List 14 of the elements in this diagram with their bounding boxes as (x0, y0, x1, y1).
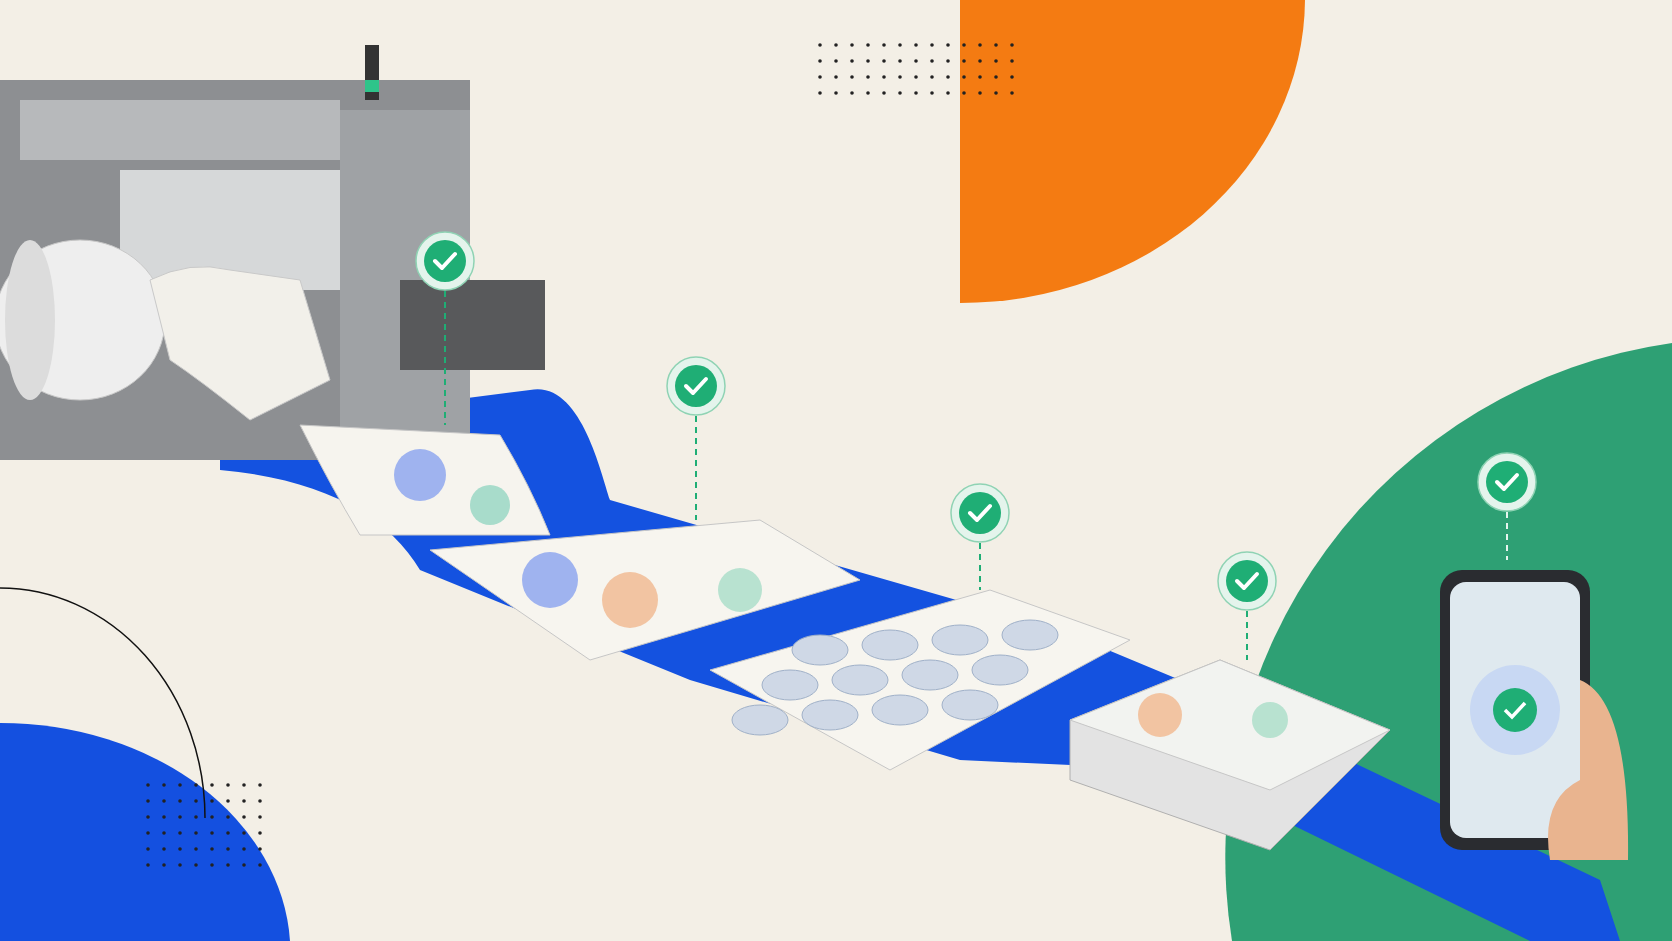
leader-line (695, 415, 697, 521)
leader-line (979, 542, 981, 591)
printed-web-drawing (300, 425, 550, 535)
check-icon (1217, 551, 1277, 611)
leader-line (444, 290, 446, 426)
leader-line (1246, 610, 1248, 661)
printed-sheet-drawing (430, 520, 860, 660)
check-icon (1477, 452, 1537, 512)
sticker-sheet-drawing (710, 590, 1130, 770)
check-icon (415, 231, 475, 291)
check-icon (666, 356, 726, 416)
check-icon (950, 483, 1010, 543)
card-stack-drawing (1070, 660, 1390, 850)
leader-line (1506, 511, 1508, 561)
